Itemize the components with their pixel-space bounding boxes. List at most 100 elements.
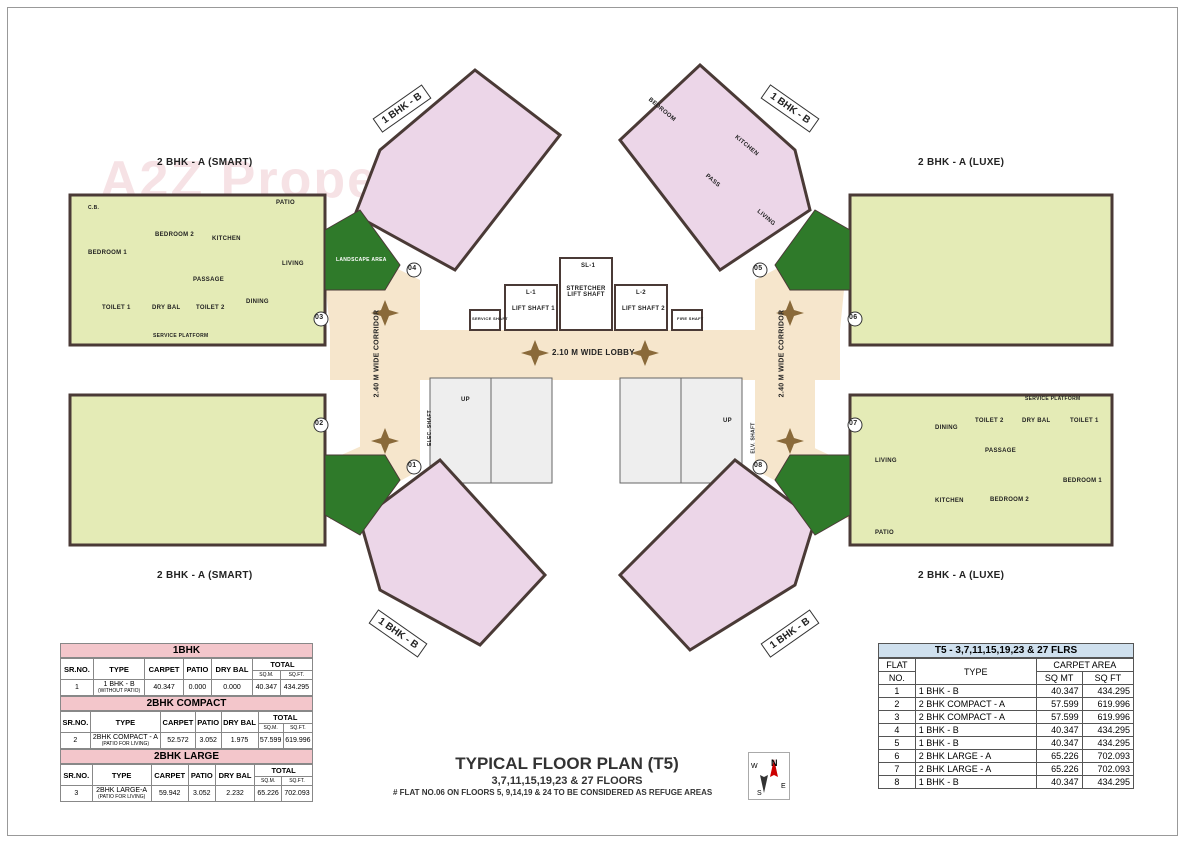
cell-sqmt: 57.599 xyxy=(1035,697,1083,711)
table-row: 3 2BHK LARGE-A(PATIO FOR LIVING) 59.942 … xyxy=(60,785,314,802)
room-patio-07: PATIO xyxy=(875,530,894,536)
cell-drybal: 2.232 xyxy=(214,785,256,802)
cell-patio: 3.052 xyxy=(187,785,216,802)
room-patio-03: PATIO xyxy=(276,200,295,206)
unit-label-07: 2 BHK - A (LUXE) xyxy=(918,570,1005,581)
th-no: NO. xyxy=(878,671,916,685)
room-cb-03: C.B. xyxy=(88,205,100,211)
flat-number-markers xyxy=(313,262,863,475)
plan-floors: 3,7,11,15,19,23 & 27 FLOORS xyxy=(491,775,643,787)
room-living-07: LIVING xyxy=(875,458,897,464)
lift-2-label: LIFT SHAFT 2 xyxy=(622,306,665,312)
th-carpet: CARPET xyxy=(144,658,184,680)
cell-sqft: 619.996 xyxy=(1081,697,1135,711)
lift-shafts xyxy=(469,257,703,331)
th-type: TYPE xyxy=(91,764,152,786)
th-total: TOTAL xyxy=(254,764,313,777)
cell-srno: 2 xyxy=(60,732,91,749)
compass-s: S xyxy=(757,790,762,797)
room-drybal-07: DRY BAL xyxy=(1022,418,1051,424)
th-drybal: DRY BAL xyxy=(211,658,253,680)
th-sqm: SQ.M. xyxy=(254,776,282,786)
room-living-03: LIVING xyxy=(282,261,304,267)
cell-type: 2BHK COMPACT - A(PATIO FOR LIVING) xyxy=(89,732,162,749)
lift-1-code: L-1 xyxy=(526,290,536,296)
unit-05 xyxy=(617,62,812,273)
room-passage-03: PASSAGE xyxy=(193,277,224,283)
unit-04 xyxy=(353,68,563,272)
room-bedroom1-03: BEDROOM 1 xyxy=(88,250,128,256)
th-drybal: DRY BAL xyxy=(220,711,259,733)
unit-03 xyxy=(68,193,327,347)
cell-sqft: 702.093 xyxy=(280,785,314,802)
th-patio: PATIO xyxy=(182,658,213,680)
cell-type: 1 BHK - B xyxy=(914,723,1037,737)
section-2bhk-large: 2BHK LARGE xyxy=(60,749,313,764)
staircases xyxy=(429,377,743,484)
stretcher-lift-code: SL-1 xyxy=(581,263,596,269)
refuge-note: # FLAT NO.06 ON FLOORS 5, 9,14,19 & 24 T… xyxy=(393,788,713,797)
unit-06 xyxy=(848,193,1114,347)
cell-flat: 2 xyxy=(878,697,916,711)
th-srno: SR.NO. xyxy=(60,711,91,733)
flat-number-08: 08 xyxy=(754,462,763,469)
stair-up-left: UP xyxy=(461,397,470,403)
cell-sqft: 702.093 xyxy=(1081,749,1135,763)
area-table-right: T5 - 3,7,11,15,19,23 & 27 FLRS FLAT TYPE… xyxy=(878,643,1135,789)
room-dining-03: DINING xyxy=(246,299,269,305)
th-srno: SR.NO. xyxy=(60,764,93,786)
section-2bhk-compact: 2BHK COMPACT xyxy=(60,696,313,711)
unit-08 xyxy=(617,458,817,652)
th-flat: FLAT xyxy=(878,658,916,672)
th-sqm: SQ.M. xyxy=(257,723,284,733)
flat-number-05: 05 xyxy=(754,265,763,272)
cell-flat: 3 xyxy=(878,710,916,724)
flat-number-04: 04 xyxy=(408,265,417,272)
table-2bhk-compact: SR.NO. TYPE CARPET PATIO DRY BAL TOTAL S… xyxy=(60,711,314,749)
flat-number-01: 01 xyxy=(408,462,417,469)
cell-sqmt: 65.226 xyxy=(1035,762,1083,776)
cell-carpet: 52.572 xyxy=(160,732,196,749)
th-carpet: CARPET xyxy=(150,764,189,786)
table-row: 1 1 BHK - B(WITHOUT PATIO) 40.347 0.000 … xyxy=(60,679,314,696)
cell-srno: 3 xyxy=(60,785,93,802)
cell-sqmt: 57.599 xyxy=(1035,710,1083,724)
th-patio: PATIO xyxy=(187,764,216,786)
compass-w: W xyxy=(751,763,758,770)
cell-sqft: 434.295 xyxy=(1081,723,1135,737)
corridor-right-label: 2.40 M WIDE CORRIDOR xyxy=(778,309,786,398)
cell-sqft: 434.295 xyxy=(1081,736,1135,750)
th-total: TOTAL xyxy=(257,711,314,724)
service-shaft-label: SERVICE SHAFT xyxy=(472,316,508,321)
unit-01 xyxy=(358,457,548,647)
th-type: TYPE xyxy=(914,658,1037,685)
th-total: TOTAL xyxy=(251,658,314,671)
fire-shaft-label: FIRE SHAFT xyxy=(677,316,704,321)
cell-flat: 8 xyxy=(878,775,916,789)
cell-drybal: 0.000 xyxy=(211,679,253,696)
room-service-platform-07: SERVICE PLATFORM xyxy=(1025,396,1081,402)
cell-sqmt: 40.347 xyxy=(1035,723,1083,737)
room-bedroom1-07: BEDROOM 1 xyxy=(1063,478,1103,484)
type-note: (WITHOUT PATIO) xyxy=(97,688,141,694)
cell-type: 2 BHK LARGE - A xyxy=(914,762,1037,776)
type-text: 1 BHK - B xyxy=(103,681,135,688)
th-sqmt: SQ MT xyxy=(1035,671,1083,685)
th-sqft: SQ.FT. xyxy=(280,776,314,786)
cell-sqft: 434.295 xyxy=(279,679,314,696)
th-sqft: SQ.FT. xyxy=(282,723,314,733)
cell-sqm: 65.226 xyxy=(254,785,282,802)
floor-star-motifs xyxy=(371,300,804,454)
flat-number-06: 06 xyxy=(849,314,858,321)
th-patio: PATIO xyxy=(194,711,222,733)
lift-1-label: LIFT SHAFT 1 xyxy=(512,306,555,312)
th-srno: SR.NO. xyxy=(60,658,94,680)
cell-type: 1 BHK - B xyxy=(914,684,1037,698)
room-passage-07: PASSAGE xyxy=(985,448,1016,454)
lift-2-code: L-2 xyxy=(636,290,646,296)
th-sqft: SQ.FT. xyxy=(279,670,314,680)
